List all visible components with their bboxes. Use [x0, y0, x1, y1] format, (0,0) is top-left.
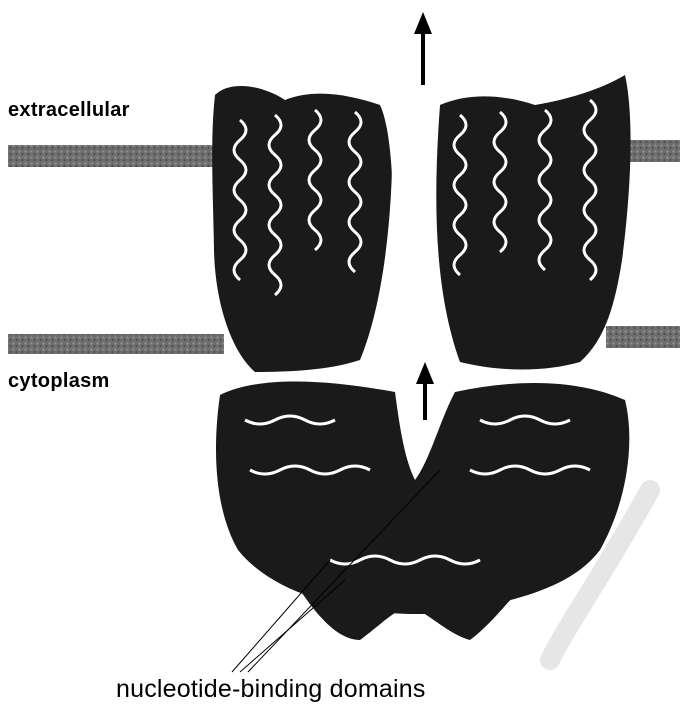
watermark	[540, 470, 660, 670]
extracellular-label: extracellular	[8, 99, 130, 122]
arrow-up-icon	[416, 362, 434, 420]
cytoplasm-label: cytoplasm	[8, 370, 110, 393]
arrow-up-icon	[414, 12, 432, 85]
nucleotide-binding-domains-label: nucleotide-binding domains	[116, 675, 426, 704]
